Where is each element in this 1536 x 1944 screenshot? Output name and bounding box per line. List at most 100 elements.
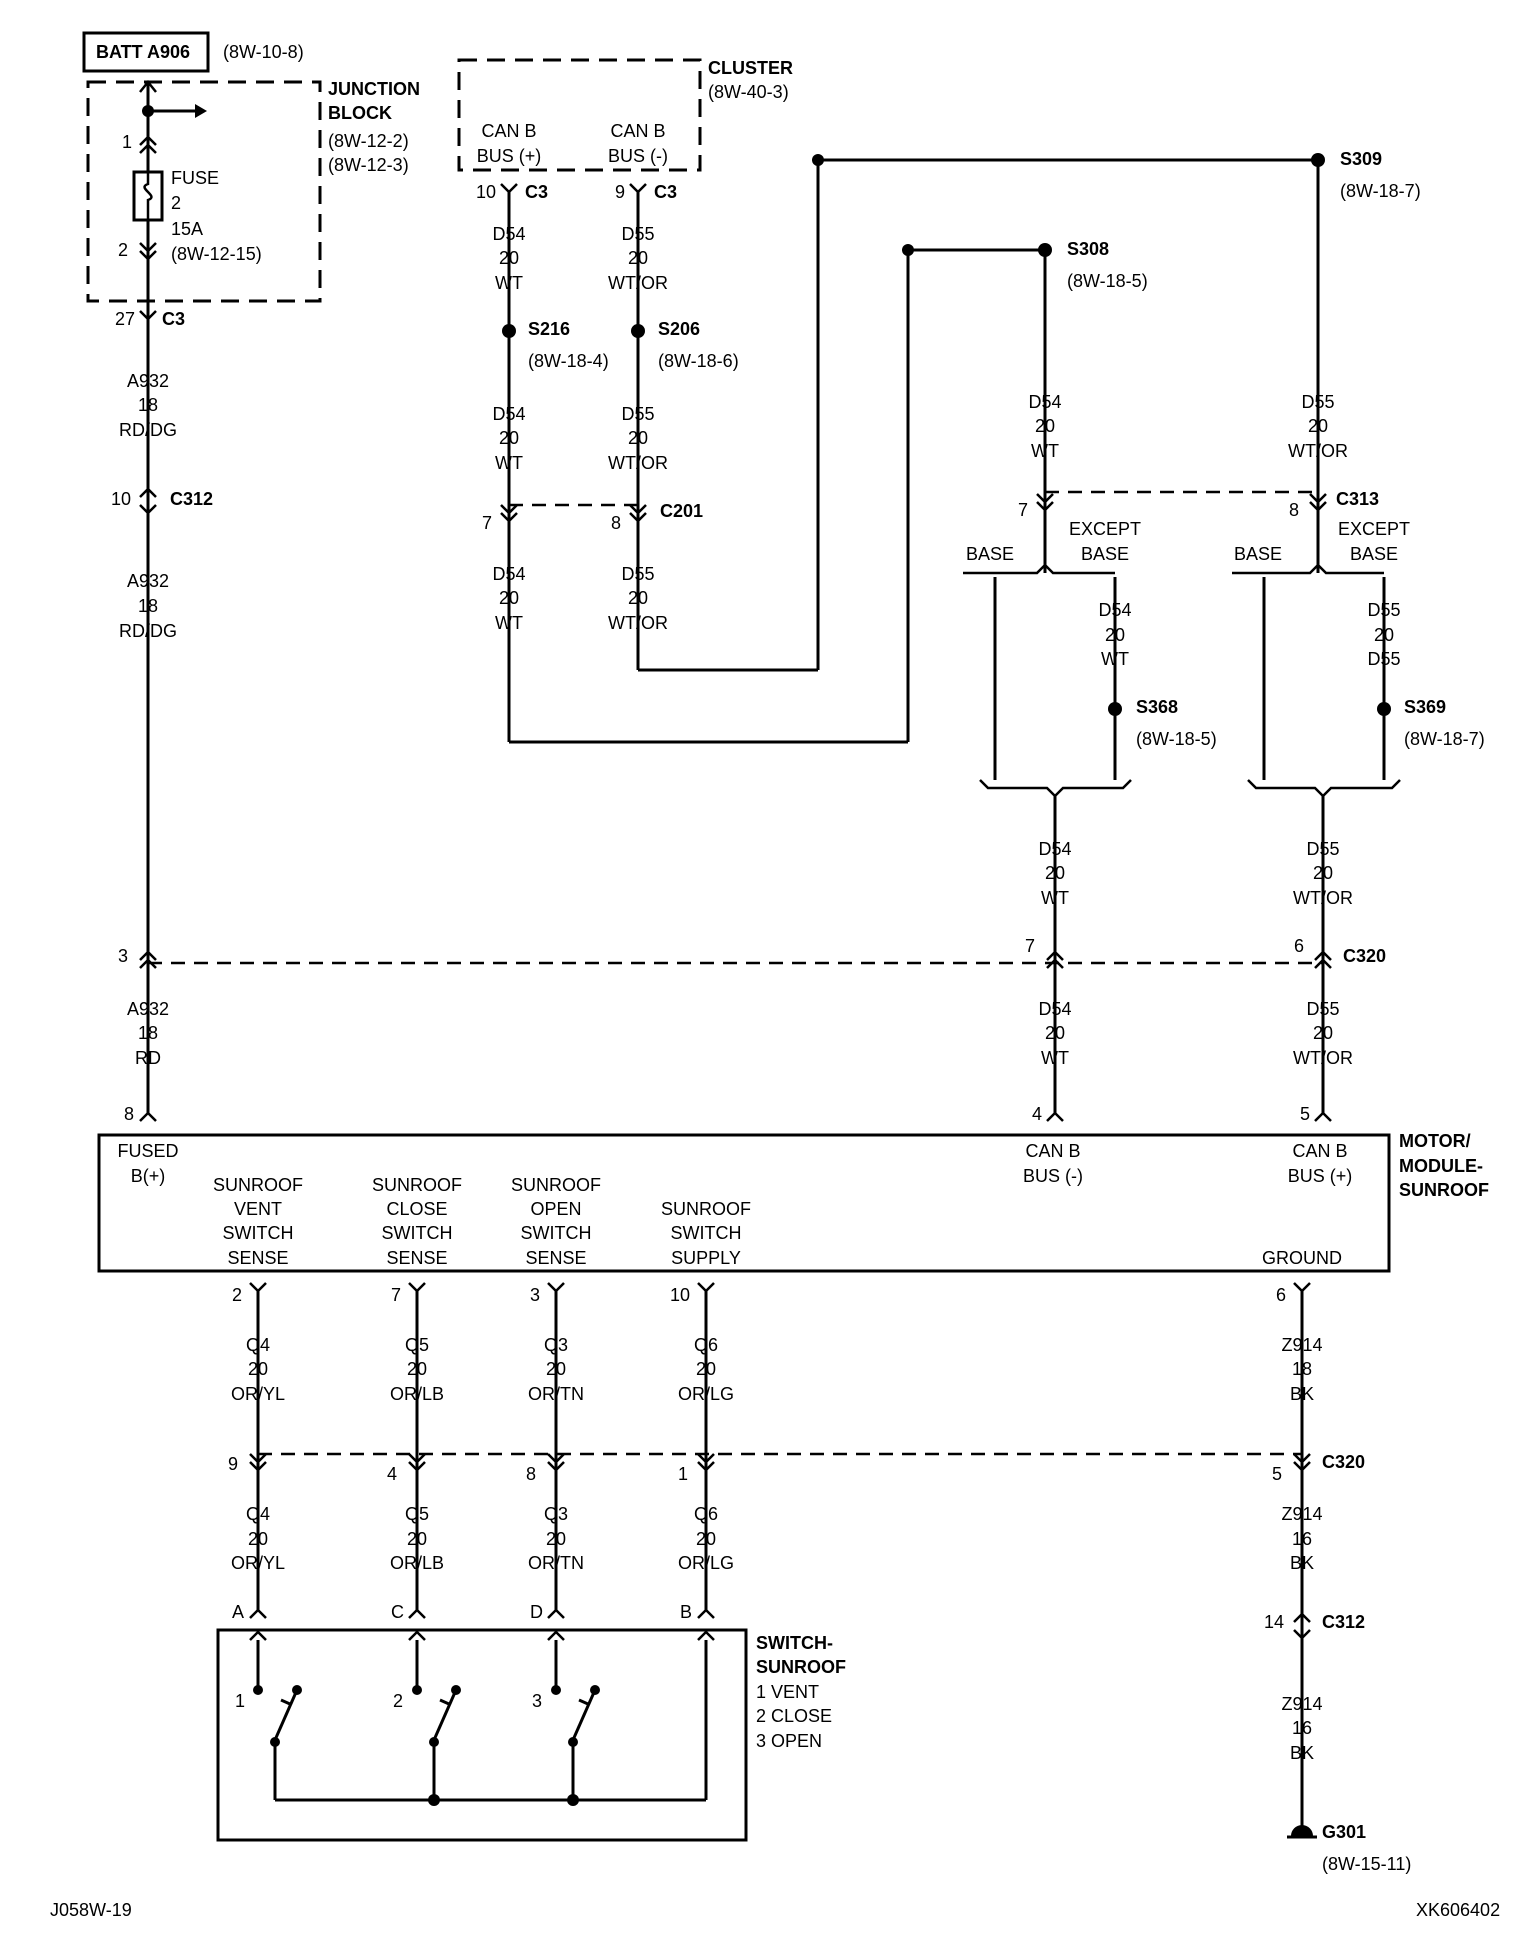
wire-label-q3-2: Q3 20 OR/TN — [528, 1504, 584, 1573]
switch-pin-b-mark — [697, 1608, 715, 1619]
svg-text:SENSE: SENSE — [386, 1248, 447, 1268]
svg-text:D54: D54 — [1038, 839, 1071, 859]
c313-label: C313 — [1336, 489, 1379, 509]
svg-text:OR/TN: OR/TN — [528, 1384, 584, 1404]
svg-text:Q3: Q3 — [544, 1335, 568, 1355]
svg-text:Z914: Z914 — [1281, 1504, 1322, 1524]
switch-sunroof-title: SWITCH- — [756, 1633, 833, 1653]
splice-s369-ref: (8W-18-7) — [1404, 729, 1485, 749]
c312-a-pin: 10 — [111, 489, 131, 509]
fuse-pin-in-mark — [139, 135, 157, 154]
svg-text:D54: D54 — [1038, 999, 1071, 1019]
svg-text:D54: D54 — [1098, 600, 1131, 620]
module-pin-close: 7 — [391, 1285, 401, 1305]
c320-top-pin-2: 7 — [1025, 936, 1035, 956]
junction-block-ref-2: (8W-12-3) — [328, 155, 409, 175]
c313-pin-b: 8 — [1289, 500, 1299, 520]
switch-contact-close — [408, 1630, 461, 1800]
c3-b-pin: 10 — [476, 182, 496, 202]
splice-s308: S308 — [1067, 239, 1109, 259]
switch-pin-c: C — [391, 1602, 404, 1622]
svg-text:20: 20 — [1308, 416, 1328, 436]
c312-a-mark — [139, 487, 157, 515]
svg-text:WT/OR: WT/OR — [608, 613, 668, 633]
svg-text:WT: WT — [1041, 888, 1069, 908]
c320-bottom-pin-2: 4 — [387, 1464, 397, 1484]
svg-text:BK: BK — [1290, 1553, 1314, 1573]
svg-text:SWITCH: SWITCH — [521, 1223, 592, 1243]
svg-text:SWITCH: SWITCH — [671, 1223, 742, 1243]
module-pin-canb-plus: 5 — [1300, 1104, 1310, 1124]
ground-label: G301 — [1322, 1822, 1366, 1842]
svg-text:OR/LG: OR/LG — [678, 1384, 734, 1404]
switch-supply-bus — [275, 1630, 715, 1806]
svg-text:WT/OR: WT/OR — [1293, 888, 1353, 908]
ground-symbol-icon — [1291, 1825, 1313, 1836]
wire-label-z914-16-2: Z914 16 BK — [1281, 1694, 1322, 1763]
fuse-pin-in: 1 — [122, 132, 132, 152]
svg-text:D54: D54 — [1028, 392, 1061, 412]
svg-text:Q5: Q5 — [405, 1335, 429, 1355]
module-ground-label: GROUND — [1262, 1248, 1342, 1268]
c320-top-pin-1: 3 — [118, 946, 128, 966]
svg-text:SWITCH: SWITCH — [223, 1223, 294, 1243]
fuse-pin-out-mark — [139, 242, 157, 261]
c320-bottom-mark-4 — [697, 1453, 715, 1472]
c201-pin-a: 7 — [482, 513, 492, 533]
switch-sunroof-box — [216, 1628, 748, 1842]
svg-text:20: 20 — [1313, 863, 1333, 883]
c320-bottom-pin-1: 9 — [228, 1454, 238, 1474]
splice-s369-dot — [1377, 702, 1391, 716]
svg-text:D55: D55 — [621, 404, 654, 424]
switch-contact-vent — [249, 1630, 302, 1800]
module-vent-sense-label: SUNROOF VENT SWITCH SENSE — [213, 1175, 303, 1268]
module-pin-supply: 10 — [670, 1285, 690, 1305]
wire-label-q6-2: Q6 20 OR/LG — [678, 1504, 734, 1573]
svg-text:D54: D54 — [492, 224, 525, 244]
module-pin-canb-plus-mark — [1314, 1111, 1332, 1122]
switch-pin-a-mark — [249, 1608, 267, 1619]
module-pin-fused: 8 — [124, 1104, 134, 1124]
wire-label-d55-7: D55 20 WT/OR — [1293, 999, 1353, 1068]
svg-text:SWITCH: SWITCH — [382, 1223, 453, 1243]
wire-label-d54-6: D54 20 WT — [1038, 839, 1071, 908]
module-canb-minus-label-2: BUS (-) — [1023, 1166, 1083, 1186]
fuse-rating: 15A — [171, 219, 203, 239]
switch-pin-c-mark — [408, 1608, 426, 1619]
footer-left: J058W-19 — [50, 1900, 132, 1920]
module-pin-ground: 6 — [1276, 1285, 1286, 1305]
fuse-number: 2 — [171, 193, 181, 213]
svg-text:OR/YL: OR/YL — [231, 1553, 285, 1573]
svg-text:BK: BK — [1290, 1743, 1314, 1763]
svg-text:D55: D55 — [621, 224, 654, 244]
svg-text:20: 20 — [1045, 1023, 1065, 1043]
c320-top-mark-3 — [1314, 950, 1332, 969]
svg-text:20: 20 — [546, 1359, 566, 1379]
batt-ref: (8W-10-8) — [223, 42, 304, 62]
splice-s216-dot — [502, 324, 516, 338]
c320-bottom-pin-4: 1 — [678, 1464, 688, 1484]
wire-label-d55-4: D55 20 WT/OR — [1288, 392, 1348, 461]
switch-pin-d-mark — [547, 1608, 565, 1619]
wire-label-d55-2: D55 20 WT/OR — [608, 404, 668, 473]
splice-s309: S309 — [1340, 149, 1382, 169]
wire-label-a932-rd: A932 18 RD — [127, 999, 169, 1068]
option-base-left: BASE — [966, 544, 1014, 564]
svg-text:Q4: Q4 — [246, 1335, 270, 1355]
c320-bottom-mark-2 — [408, 1453, 426, 1472]
wire-label-d55-1: D55 20 WT/OR — [608, 224, 668, 293]
wire-label-z914-16-1: Z914 16 BK — [1281, 1504, 1322, 1573]
option-base-right: BASE — [1234, 544, 1282, 564]
c201-label: C201 — [660, 501, 703, 521]
c320-bottom-pin-5: 5 — [1272, 1464, 1282, 1484]
wire-label-d54-2: D54 20 WT — [492, 404, 525, 473]
svg-text:Q4: Q4 — [246, 1504, 270, 1524]
module-pin-canb-minus: 4 — [1032, 1104, 1042, 1124]
batt-label: BATT A906 — [96, 42, 190, 62]
c313-mark-b — [1309, 493, 1327, 512]
module-open-sense-label: SUNROOF OPEN SWITCH SENSE — [511, 1175, 601, 1268]
module-supply-label: SUNROOF SWITCH SUPPLY — [661, 1199, 751, 1268]
svg-text:20: 20 — [628, 428, 648, 448]
svg-text:20: 20 — [1035, 416, 1055, 436]
